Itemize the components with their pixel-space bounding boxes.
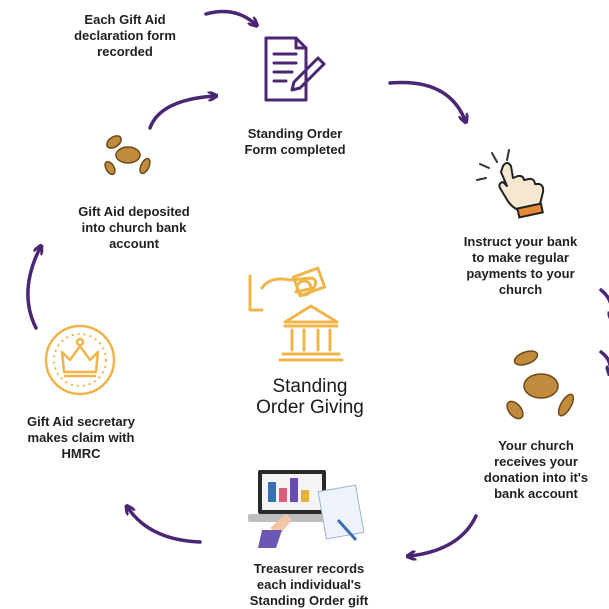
- step-label-gift-aid-deposited: Gift Aid deposited into church bank acco…: [78, 204, 190, 251]
- arrow-6: [128, 508, 202, 544]
- step-label-instruct-bank: Instruct your bank to make regular payme…: [463, 234, 578, 297]
- document-pen-icon: [264, 36, 326, 102]
- step-label-church-receives: Your church receives your donation into …: [483, 438, 589, 501]
- hand-click-icon: [476, 149, 545, 219]
- step-label-standing-order-form: Standing Order Form completed: [244, 126, 346, 157]
- coins-icon: [506, 350, 575, 420]
- arrow-5: [410, 514, 478, 556]
- step-label-gift-aid-form: Each Gift Aid declaration form recorded: [74, 12, 176, 59]
- diagram-title: Standing Order Giving: [256, 376, 364, 418]
- step-label-secretary-claim: Gift Aid secretary makes claim with HMRC: [27, 414, 135, 461]
- step-label-treasurer-records: Treasurer records each individual's Stan…: [249, 561, 369, 608]
- arrow-4: [599, 350, 609, 372]
- bank-hand-icon: [248, 266, 344, 362]
- arrow-1: [204, 9, 255, 24]
- arrow-3: [599, 288, 609, 318]
- arrow-7: [26, 248, 40, 330]
- coins-icon: [104, 135, 151, 176]
- arrow-2: [388, 80, 465, 120]
- laptop-icon: [248, 470, 365, 548]
- crown-icon: [44, 324, 116, 396]
- arrow-8: [148, 96, 214, 130]
